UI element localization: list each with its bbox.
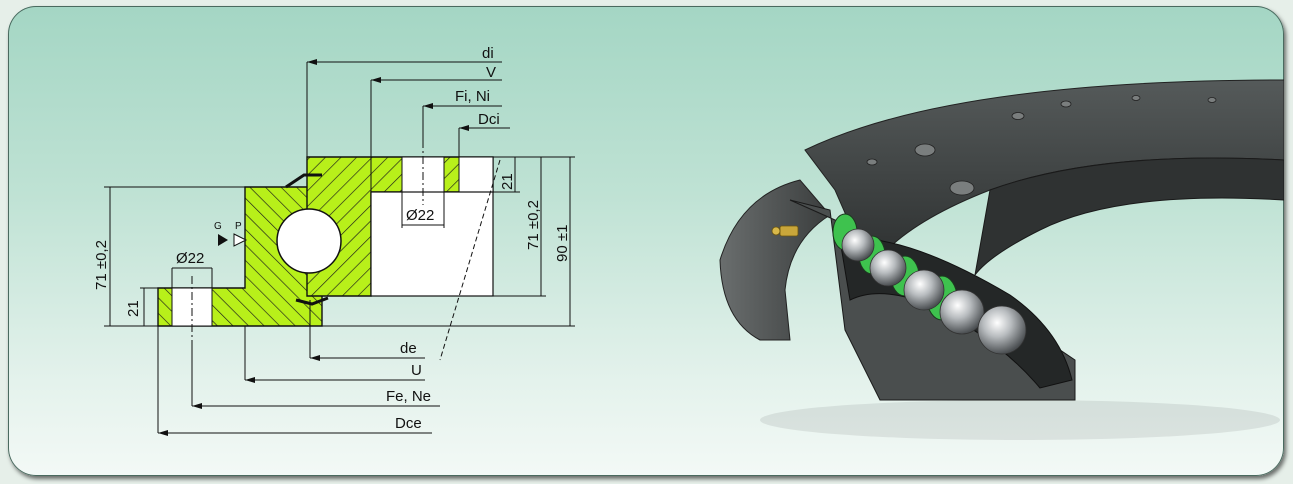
pressure-marker-icon [233, 233, 248, 247]
seal-bottom-icon [295, 296, 329, 306]
right-height-dimension: 71 ±0,2 [525, 200, 542, 250]
left-flange-dimension: 21 [125, 300, 142, 317]
top-dimensions [306, 61, 510, 192]
dci-label: Dci [478, 111, 500, 128]
bearing-render [719, 79, 1284, 440]
dce-label: Dce [395, 415, 422, 432]
total-height-dimension: 90 ±1 [554, 225, 571, 262]
product-card: G P di V Fi, Ni Dci Ø22 Ø22 71 ±0,2 21 [8, 6, 1284, 476]
di-label: di [482, 45, 494, 62]
fi-ni-label: Fi, Ni [455, 88, 490, 105]
right-flange-dimension: 21 [499, 173, 516, 190]
u-label: U [411, 362, 422, 379]
de-label: de [400, 340, 417, 357]
v-label: V [486, 64, 496, 81]
marker-p-label: P [235, 221, 242, 232]
technical-drawing: G P di V Fi, Ni Dci Ø22 Ø22 71 ±0,2 21 [93, 45, 1284, 440]
seal-top-icon [285, 173, 322, 189]
bottom-dimensions [157, 300, 440, 434]
grease-nipple-marker-icon [218, 234, 228, 246]
section-break-line [439, 159, 501, 361]
fe-ne-label: Fe, Ne [386, 388, 431, 405]
inner-hole-diameter-label: Ø22 [406, 207, 434, 224]
left-height-dimension: 71 ±0,2 [93, 240, 110, 290]
ball-section [276, 208, 342, 274]
grease-nipple-icon [779, 225, 799, 237]
outer-hole-diameter-label: Ø22 [176, 250, 204, 267]
marker-g-label: G [214, 221, 222, 232]
